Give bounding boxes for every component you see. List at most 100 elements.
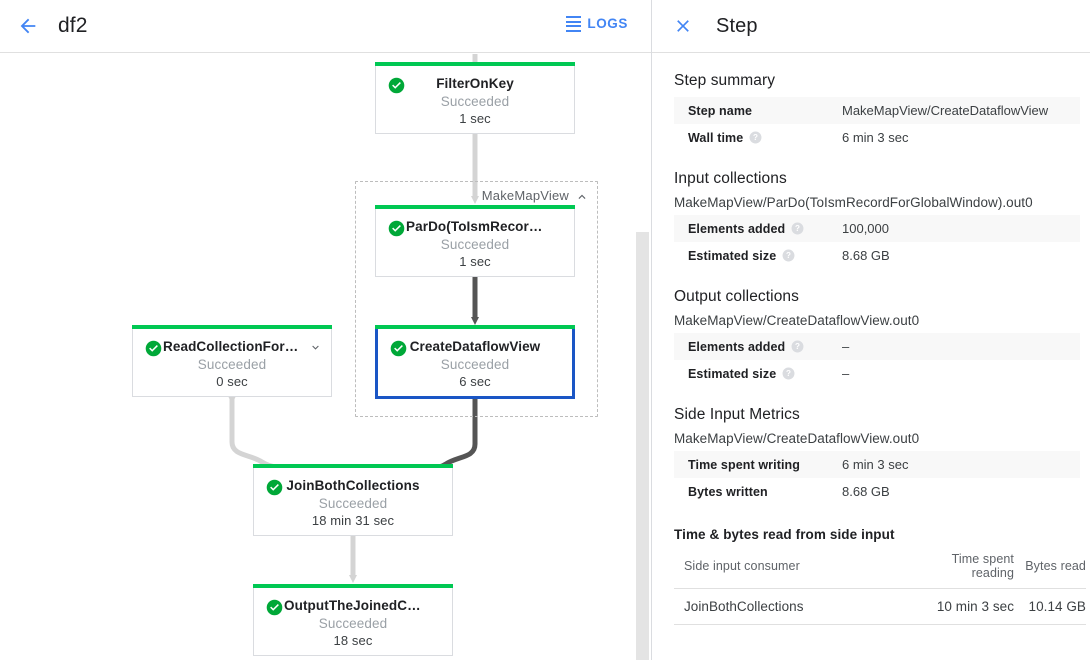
- node-status-bar: [132, 325, 332, 329]
- column-header[interactable]: Bytes read: [1014, 548, 1086, 589]
- table-row: Elements added?100,000: [674, 215, 1080, 242]
- node-time: 0 sec: [216, 374, 248, 389]
- back-button[interactable]: [8, 6, 48, 46]
- node-time: 18 min 31 sec: [311, 513, 395, 528]
- node-status: Succeeded: [440, 237, 510, 252]
- step-panel-title: Step: [716, 14, 758, 37]
- chevron-up-icon[interactable]: [575, 190, 589, 204]
- close-button[interactable]: [664, 7, 702, 45]
- row-key: Estimated size?: [674, 242, 842, 269]
- table-row: Bytes written 8.68 GB: [674, 478, 1080, 505]
- side-input-collection-name: MakeMapView/CreateDataflowView.out0: [674, 431, 920, 446]
- step-panel-header: Step: [652, 0, 1090, 53]
- composite-transform-makemapview[interactable]: MakeMapView: [355, 181, 598, 417]
- table-row: Elements added?–: [674, 333, 1080, 360]
- help-icon[interactable]: ?: [791, 340, 804, 353]
- output-collection-name: MakeMapView/CreateDataflowView.out0: [674, 313, 920, 328]
- row-value: 8.68 GB: [842, 248, 890, 263]
- row-value: 6 min 3 sec: [842, 130, 909, 145]
- node-title: CreateDataflowView: [409, 339, 541, 354]
- table-row: Estimated size?8.68 GB: [674, 242, 1080, 269]
- row-key: Time spent writing: [688, 457, 800, 472]
- row-value: –: [842, 366, 850, 381]
- output-collections-table: Elements added?–Estimated size?–: [674, 333, 1080, 387]
- success-check-icon: [390, 340, 407, 357]
- job-header: df2 LOGS: [0, 0, 651, 53]
- row-key: Elements added?: [674, 215, 842, 242]
- graph-scrollbar-thumb[interactable]: [636, 232, 649, 660]
- success-check-icon: [388, 220, 405, 237]
- row-value: 8.68 GB: [842, 484, 890, 499]
- column-header[interactable]: Side input consumer: [674, 548, 898, 589]
- node-title: ReadCollectionForJoin: [163, 339, 313, 354]
- node-time: 1 sec: [459, 254, 491, 269]
- logs-button-label: LOGS: [587, 16, 628, 32]
- logs-button[interactable]: LOGS: [560, 12, 634, 36]
- graph-node-output-the-joined-collection[interactable]: OutputTheJoinedCollec… Succeeded 18 sec: [253, 584, 453, 656]
- close-icon: [677, 20, 689, 32]
- side-input-read-heading: Time & bytes read from side input: [674, 527, 895, 542]
- row-key: Elements added?: [674, 333, 842, 360]
- row-key: Bytes written: [688, 484, 768, 499]
- table-row: Estimated size?–: [674, 360, 1080, 387]
- node-title: OutputTheJoinedCollec…: [284, 598, 452, 613]
- input-collection-name: MakeMapView/ParDo(ToIsmRecordForGlobalWi…: [674, 195, 1033, 210]
- node-status-bar: [375, 325, 575, 329]
- node-time: 18 sec: [333, 633, 373, 648]
- table-cell: 10.14 GB: [1014, 588, 1086, 625]
- row-value: MakeMapView/CreateDataflowView: [842, 103, 1049, 118]
- input-collections-heading: Input collections: [674, 170, 787, 187]
- node-status: Succeeded: [318, 496, 388, 511]
- row-value: 100,000: [842, 221, 889, 236]
- output-collections-heading: Output collections: [674, 288, 800, 305]
- node-time: 1 sec: [459, 111, 491, 126]
- svg-text:?: ?: [753, 133, 758, 142]
- svg-text:?: ?: [795, 342, 800, 351]
- step-summary-heading: Step summary: [674, 72, 776, 89]
- row-value: –: [842, 339, 850, 354]
- help-icon[interactable]: ?: [749, 131, 762, 144]
- node-status-bar: [253, 464, 453, 468]
- node-title: FilterOnKey: [436, 76, 514, 91]
- svg-text:?: ?: [786, 369, 791, 378]
- help-icon[interactable]: ?: [791, 222, 804, 235]
- success-check-icon: [266, 599, 283, 616]
- row-key: Estimated size?: [674, 360, 842, 387]
- help-icon[interactable]: ?: [782, 367, 795, 380]
- node-status-bar: [375, 205, 575, 209]
- node-time: 6 sec: [459, 374, 491, 389]
- column-header[interactable]: Time spent reading: [898, 548, 1014, 589]
- node-title: JoinBothCollections: [286, 478, 420, 493]
- arrow-left-icon: [20, 18, 36, 34]
- row-key: Step name: [688, 103, 753, 118]
- success-check-icon: [266, 479, 283, 496]
- svg-text:?: ?: [795, 224, 800, 233]
- node-status: Succeeded: [318, 616, 388, 631]
- chevron-down-icon[interactable]: [309, 341, 322, 354]
- composite-label: MakeMapView: [481, 188, 569, 203]
- node-status-bar: [253, 584, 453, 588]
- hamburger-icon: [566, 16, 582, 32]
- help-icon[interactable]: ?: [782, 249, 795, 262]
- node-status: Succeeded: [197, 357, 267, 372]
- node-status-bar: [375, 62, 575, 66]
- table-cell: 10 min 3 sec: [898, 588, 1014, 625]
- node-status: Succeeded: [440, 94, 510, 109]
- row-key: Wall time?: [674, 124, 842, 151]
- graph-scrollbar-track[interactable]: [636, 54, 650, 660]
